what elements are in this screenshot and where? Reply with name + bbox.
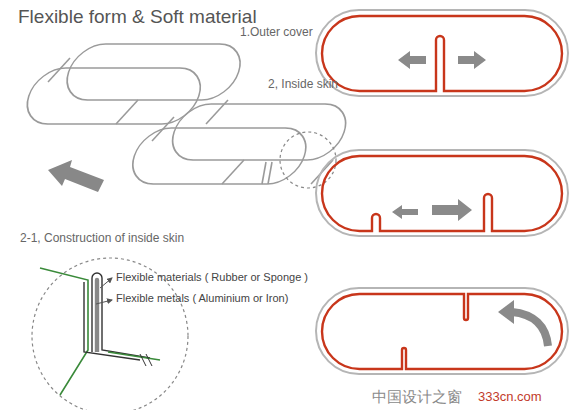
part-label: 2, Inside skin [268, 78, 338, 92]
material-label: Flexible materials ( Rubber or Sponge ) [116, 271, 308, 284]
assembly-arrow [48, 160, 104, 192]
part-label: 1.Outer cover [240, 26, 313, 40]
watermark: 中国设计之窗 [372, 388, 462, 405]
watermark: 333cn.com [478, 390, 542, 405]
detail-callout [280, 132, 336, 188]
section-label: 2-1, Construction of inside skin [20, 232, 184, 246]
outer-cover [20, 44, 248, 124]
material-label: Flexible metals ( Aluminium or Iron) [116, 292, 288, 305]
flex-state-1 [316, 10, 568, 96]
title: Flexible form & Soft material [18, 6, 257, 28]
inside-skin [125, 104, 353, 184]
flex-state-3 [316, 288, 568, 374]
flex-state-2 [316, 150, 568, 236]
